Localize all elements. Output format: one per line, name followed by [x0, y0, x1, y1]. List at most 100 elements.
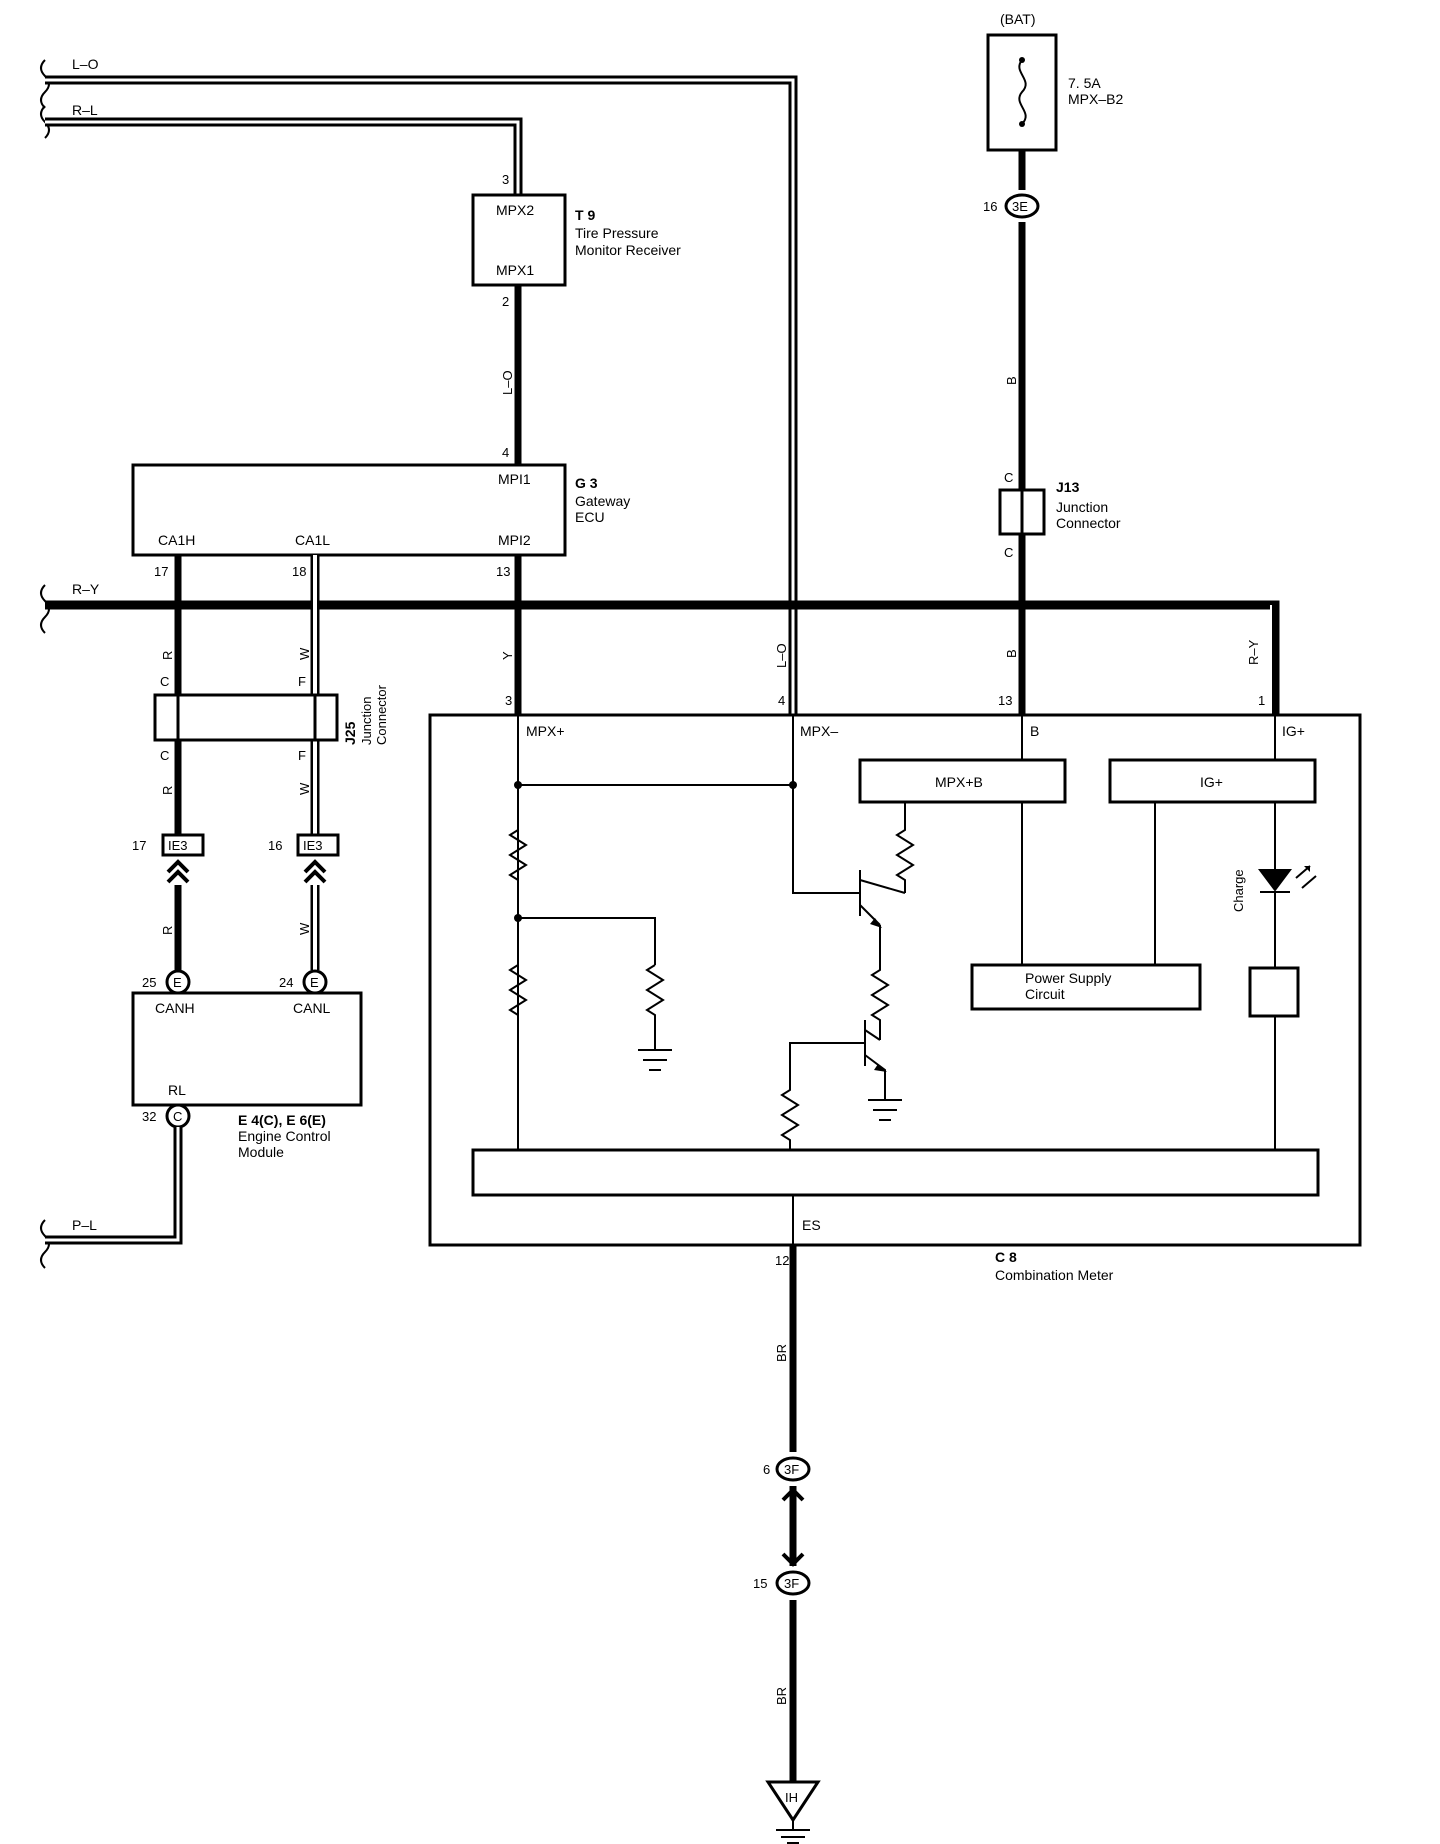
gateway-pin-17: 17	[154, 564, 168, 579]
meter-block-ig: IG+	[1200, 774, 1223, 790]
svg-text:1: 1	[1258, 693, 1265, 708]
wire-label-r-y-vert: R–Y	[1246, 639, 1261, 665]
fuse-mpx-b2: (BAT) 7. 5A MPX–B2	[986, 11, 1123, 152]
wire-label-r-3: R	[160, 926, 175, 935]
junction-connector-j25: C F C F J25 Junction Connector	[153, 674, 389, 763]
gateway-ecu: MPI1 MPI2 CA1H CA1L G 3 Gateway ECU 17 1…	[131, 463, 630, 579]
svg-text:13: 13	[998, 693, 1012, 708]
j13-pin-bottom: C	[1004, 545, 1013, 560]
tpms-term-mpx2: MPX2	[496, 202, 534, 218]
meter-term-es: ES	[802, 1217, 821, 1233]
wire-label-y: Y	[500, 651, 515, 660]
gateway-name-1: Gateway	[575, 493, 630, 509]
wire-p-l: P–L	[45, 1127, 183, 1245]
wire-break-symbols	[40, 59, 50, 1269]
meter-charge-label: Charge	[1231, 869, 1246, 912]
power-supply-line1: Power Supply	[1025, 970, 1111, 986]
wire-label-br-2: BR	[774, 1687, 789, 1705]
wire-can-low: W W W	[297, 555, 320, 970]
svg-text:25: 25	[142, 975, 156, 990]
fuse-rating: 7. 5A	[1068, 75, 1101, 91]
ecm-name-2: Module	[238, 1144, 284, 1160]
connector-3e	[1004, 193, 1040, 219]
ground-ih: IH	[765, 1780, 821, 1844]
svg-text:6: 6	[763, 1462, 770, 1477]
ecm-term-canh: CANH	[155, 1000, 195, 1016]
wire-can-high: R R R	[160, 555, 182, 970]
wire-y: Y L–O	[500, 555, 789, 715]
wire-label-b-2: B	[1004, 649, 1019, 658]
svg-text:3F: 3F	[784, 1462, 799, 1477]
power-supply-line2: Circuit	[1025, 986, 1065, 1002]
wire-r-y-bus: R–Y R–Y	[45, 581, 1280, 715]
svg-text:3: 3	[505, 693, 512, 708]
wire-label-r-y: R–Y	[72, 581, 100, 597]
gateway-pin-13: 13	[496, 564, 510, 579]
meter-term-b: B	[1030, 723, 1039, 739]
svg-text:16: 16	[268, 838, 282, 853]
svg-text:E: E	[173, 975, 182, 990]
wire-label-r-l-top: R–L	[72, 102, 98, 118]
wire-l-o: L–O	[45, 56, 798, 715]
tpms-pin-3: 3	[502, 172, 509, 187]
meter-block-mpxb: MPX+B	[935, 774, 983, 790]
wire-label-w-1: W	[297, 647, 312, 660]
wire-label-r-1: R	[160, 651, 175, 660]
wire-r-l: R–L	[45, 102, 523, 195]
wire-label-w-3: W	[297, 922, 312, 935]
svg-text:15: 15	[753, 1576, 767, 1591]
connector-ie3-right: IE3 16	[268, 833, 340, 884]
meter-id: C 8	[995, 1249, 1017, 1265]
fuse-name: MPX–B2	[1068, 91, 1123, 107]
meter-name: Combination Meter	[995, 1267, 1114, 1283]
gateway-name-2: ECU	[575, 509, 605, 525]
connector-3e-pin: 16	[983, 199, 997, 214]
meter-term-mpx-plus: MPX+	[526, 723, 565, 739]
wire-b-battery: 3E 16 B B	[983, 150, 1040, 715]
j13-pin-top: C	[1004, 470, 1013, 485]
svg-text:E: E	[310, 975, 319, 990]
j25-name-1: Junction	[359, 697, 374, 745]
svg-text:4: 4	[778, 693, 785, 708]
ecm-term-rl: RL	[168, 1082, 186, 1098]
svg-text:C: C	[173, 1109, 182, 1124]
tpms-id: T 9	[575, 207, 595, 223]
gateway-term-mpi1: MPI1	[498, 471, 531, 487]
svg-text:12: 12	[775, 1253, 789, 1268]
combination-meter: 3 4 13 1 MPX+ MPX– B IG+ ES MPX+B	[428, 693, 1362, 1247]
ecm-term-canl: CANL	[293, 1000, 331, 1016]
svg-text:32: 32	[142, 1109, 156, 1124]
j25-name-2: Connector	[374, 684, 389, 745]
tpms-pin-2: 2	[502, 294, 509, 309]
wire-label-l-o-vert1: L–O	[500, 370, 515, 395]
svg-text:3F: 3F	[784, 1576, 799, 1591]
wire-label-r-2: R	[160, 786, 175, 795]
engine-control-module: CANH CANL RL E 4(C), E 6(E) Engine Contr…	[131, 991, 363, 1160]
tpms-name-1: Tire Pressure	[575, 225, 659, 241]
j25-pin-f-top: F	[298, 674, 306, 689]
connector-3f-15: 3F 15	[753, 1570, 811, 1596]
gateway-id: G 3	[575, 475, 598, 491]
tpms-term-mpx1: MPX1	[496, 262, 534, 278]
tpms-receiver: MPX2 MPX1 3 2 T 9 Tire Pressure Monitor …	[471, 172, 681, 309]
junction-connector-j13: C C J13 Junction Connector	[998, 470, 1121, 560]
wire-br-ground: 12 BR BR	[774, 1245, 805, 1790]
wire-label-l-o-top: L–O	[72, 56, 99, 72]
connector-ie3-left: IE3 17	[132, 833, 205, 884]
connector-3e-label: 3E	[1012, 199, 1028, 214]
wire-label-b-1: B	[1004, 376, 1019, 385]
svg-text:IE3: IE3	[303, 838, 323, 853]
meter-term-ig-plus: IG+	[1282, 723, 1305, 739]
svg-text:17: 17	[132, 838, 146, 853]
gateway-pin-4: 4	[502, 445, 509, 460]
gateway-pin-18: 18	[292, 564, 306, 579]
j13-id: J13	[1056, 479, 1080, 495]
j13-name-1: Junction	[1056, 499, 1108, 515]
wire-label-l-o-vert2: L–O	[774, 643, 789, 668]
svg-text:24: 24	[279, 975, 293, 990]
j25-pin-c-top: C	[160, 674, 169, 689]
gateway-term-ca1l: CA1L	[295, 532, 330, 548]
connector-e-25: E 25	[142, 969, 191, 995]
connector-3f-6: 3F 6	[763, 1456, 811, 1482]
